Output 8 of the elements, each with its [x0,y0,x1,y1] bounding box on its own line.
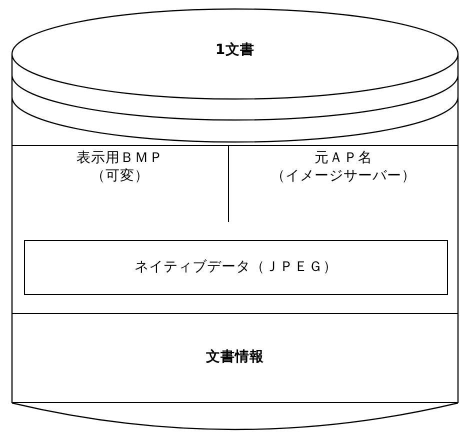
section-label: 元ＡＰ名（イメージサーバー） [271,150,416,185]
section-label: ネイティブデータ（ＪＰＥＧ） [134,258,338,276]
title-text: 1文書 [214,42,256,60]
data-section [12,313,458,403]
section-label: 文書情報 [206,349,264,367]
data-box [24,240,448,295]
section-label: 表示用ＢＭＰ（可変） [76,150,164,185]
data-section [12,145,229,222]
